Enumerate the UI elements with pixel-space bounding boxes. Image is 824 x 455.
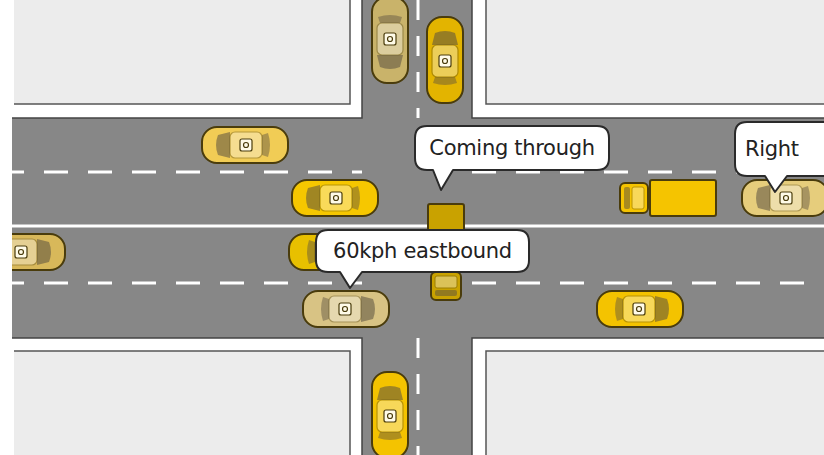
bubble-text-area: Coming through bbox=[415, 126, 609, 170]
city-block bbox=[14, 0, 350, 104]
truck bbox=[620, 180, 716, 216]
bubble-text: Right bbox=[745, 137, 799, 161]
car bbox=[597, 291, 683, 327]
center-line bbox=[0, 225, 824, 228]
speech-bubble: Right bbox=[735, 122, 824, 194]
lane-dashes bbox=[417, 0, 420, 455]
bubble-shape bbox=[735, 122, 824, 192]
city-block bbox=[486, 0, 824, 104]
speech-bubble: 60kph eastbound bbox=[316, 230, 529, 290]
car bbox=[292, 180, 378, 216]
car bbox=[427, 17, 463, 103]
car bbox=[303, 291, 389, 327]
bubble-text: Coming through bbox=[429, 136, 594, 160]
car bbox=[742, 180, 824, 216]
car bbox=[372, 372, 408, 455]
city-block bbox=[486, 351, 824, 455]
city-block bbox=[14, 351, 350, 455]
car bbox=[372, 0, 408, 83]
car bbox=[202, 127, 288, 163]
speech-bubble: Coming through bbox=[415, 126, 609, 192]
bubble-text: 60kph eastbound bbox=[333, 239, 512, 263]
bubble-text-area: 60kph eastbound bbox=[316, 230, 529, 272]
bubble-text-area: Right bbox=[735, 122, 824, 176]
bubble-shape bbox=[316, 230, 529, 288]
bubble-shape bbox=[415, 126, 609, 190]
frame-edge bbox=[0, 0, 12, 455]
